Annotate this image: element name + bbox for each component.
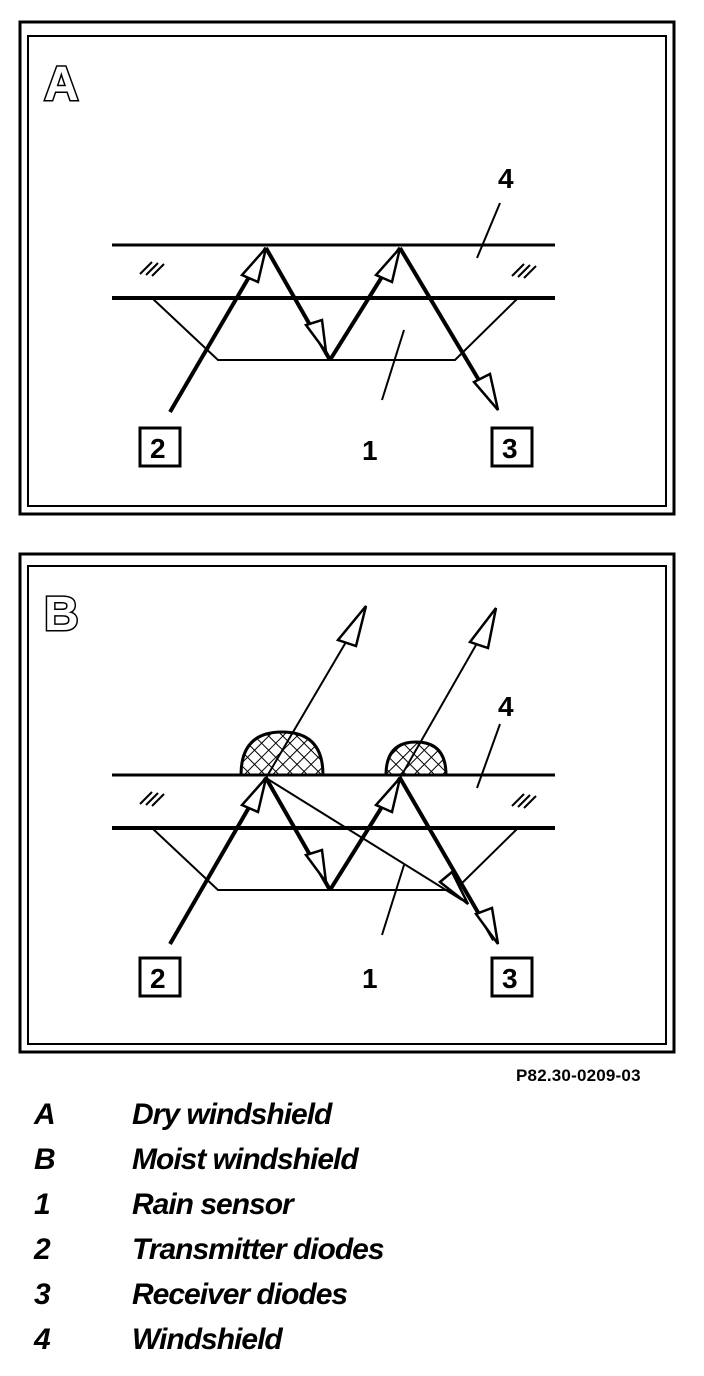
receiver-number-a: 3 xyxy=(502,433,518,464)
panel-b-frame-inner xyxy=(27,565,667,1045)
arrow-heads-b xyxy=(239,605,500,945)
panel-b-frame-outer xyxy=(18,552,676,1054)
transmitter-box-a xyxy=(138,426,182,468)
arrow-heads-a xyxy=(239,247,500,411)
rain-sensor-body xyxy=(151,297,519,361)
panel-a-frame-inner xyxy=(27,35,667,507)
legend-text: Rain sensor xyxy=(132,1188,294,1221)
panel-a-frame-outer xyxy=(18,20,676,516)
legend-key: 1 xyxy=(34,1188,51,1221)
glass-hatch-right xyxy=(511,793,537,809)
panel-b: B xyxy=(18,552,676,1054)
glass-hatch-right xyxy=(511,263,537,279)
water-droplet-large xyxy=(239,730,325,777)
windshield-number-a: 4 xyxy=(498,163,514,194)
glass-hatch-left xyxy=(139,791,165,807)
light-path-dry xyxy=(168,246,494,414)
rain-sensor-body xyxy=(151,827,519,891)
leader-sensor-a xyxy=(381,329,405,401)
sensor-number-a: 1 xyxy=(362,435,378,466)
legend-key: B xyxy=(34,1143,56,1176)
leader-windshield-b xyxy=(476,723,501,789)
legend-key: A xyxy=(34,1098,56,1131)
leader-sensor-b xyxy=(381,864,405,936)
panel-a: A 4 1 2 3 xyxy=(18,20,676,516)
legend-key: 2 xyxy=(34,1233,51,1266)
legend-text: Moist windshield xyxy=(132,1143,359,1176)
light-path-moist xyxy=(168,776,496,946)
windshield-number-b: 4 xyxy=(498,691,514,722)
water-droplet-small xyxy=(384,740,448,777)
transmitter-number-b: 2 xyxy=(150,963,166,994)
legend-text: Transmitter diodes xyxy=(132,1233,385,1266)
panel-a-letter: A xyxy=(44,58,79,111)
receiver-number-b: 3 xyxy=(502,963,518,994)
receiver-box-b xyxy=(490,956,534,998)
legend-text: Receiver diodes xyxy=(132,1278,348,1311)
figure-reference: P82.30-0209-03 xyxy=(516,1066,641,1085)
rain-sensor-diagram: A 4 1 2 3 xyxy=(18,20,676,1054)
legend-text: Dry windshield xyxy=(132,1098,332,1131)
sensor-number-b: 1 xyxy=(362,963,378,994)
transmitter-box-b xyxy=(138,956,182,998)
receiver-box-a xyxy=(490,426,534,468)
transmitter-number-a: 2 xyxy=(150,433,166,464)
legend-text: Windshield xyxy=(132,1323,283,1356)
leader-windshield-a xyxy=(476,202,501,259)
legend-key: 4 xyxy=(34,1323,51,1356)
glass-hatch-left xyxy=(139,261,165,277)
legend-key: 3 xyxy=(34,1278,51,1311)
panel-b-letter: B xyxy=(44,588,79,641)
